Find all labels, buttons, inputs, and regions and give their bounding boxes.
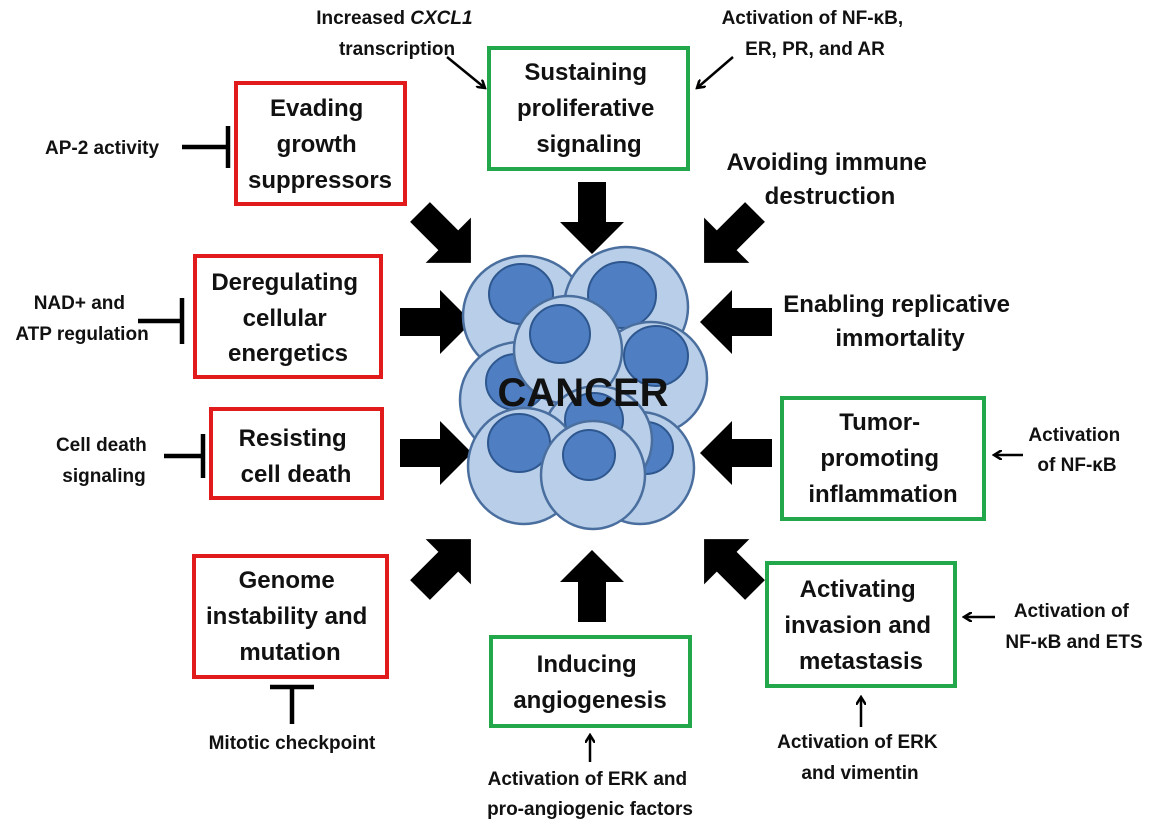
erk-angio-line-1: Activation of ERK and xyxy=(488,769,688,790)
cxcl1-arrow xyxy=(446,56,485,88)
erk-vim-line-1: Activation of ERK xyxy=(777,732,938,753)
nfkb-er-arrow xyxy=(697,56,734,88)
celldeath-text: Cell death signaling xyxy=(56,435,152,487)
avoiding-text: Avoiding immune destruction xyxy=(726,149,933,210)
invasion-line-1: Activating xyxy=(800,576,916,603)
enabling-line-1: Enabling replicative xyxy=(783,291,1010,318)
inhibit-celldeath xyxy=(164,434,206,478)
erk-angio-line-2: pro-angiogenic factors xyxy=(487,799,693,820)
resisting-text: Resisting cell death xyxy=(239,425,354,488)
nfkb-line-2: of NF-κB xyxy=(1037,455,1116,476)
ap2-text: AP-2 activity xyxy=(45,138,159,159)
tumor-box xyxy=(780,396,986,521)
nfkb-ets-text: Activation of NF-κB and ETS xyxy=(1005,601,1142,653)
nfkb-er-line-1: Activation of NF-κB, xyxy=(722,8,904,29)
mitotic-line-1: Mitotic checkpoint xyxy=(209,733,376,754)
sustaining-box xyxy=(487,46,690,171)
erk-vim-line-2: and vimentin xyxy=(801,763,918,784)
arrow-from-invasion xyxy=(704,539,765,600)
nfkb-er-text: Activation of NF-κB, ER, PR, and AR xyxy=(722,8,909,60)
sustaining-line-2: proliferative xyxy=(517,95,654,122)
arrow-from-resisting xyxy=(400,421,472,485)
cxcl1-line-1: Increased CXCL1 xyxy=(316,8,472,29)
arrow-from-tumor xyxy=(700,421,772,485)
tumor-line-1: Tumor- xyxy=(839,409,920,436)
nfkb-ets-line-1: Activation of xyxy=(1014,601,1130,622)
deregulating-line-1: Deregulating xyxy=(211,269,358,296)
genome-line-1: Genome xyxy=(239,567,335,594)
enabling-line-2: immortality xyxy=(835,325,965,352)
block-arrows xyxy=(400,182,772,622)
arrow-from-genome xyxy=(410,539,471,600)
invasion-text: Activating invasion and metastasis xyxy=(784,576,937,675)
invasion-box xyxy=(765,561,957,688)
cxcl1-gene: CXCL1 xyxy=(410,8,472,29)
evading-box xyxy=(234,81,407,206)
angiogenesis-box xyxy=(489,635,692,728)
tumor-line-3: inflammation xyxy=(808,481,957,508)
nad-line-1: NAD+ and xyxy=(34,293,125,314)
cxcl1-text: Increased CXCL1 transcription xyxy=(316,8,478,60)
deregulating-box xyxy=(193,254,383,379)
enabling-text: Enabling replicative immortality xyxy=(783,291,1016,352)
nfkb-ets-line-2: NF-κB and ETS xyxy=(1005,632,1142,653)
avoiding-line-2: destruction xyxy=(765,183,896,210)
deregulating-line-2: cellular xyxy=(243,305,327,332)
arrow-from-deregulating xyxy=(400,290,472,354)
genome-line-2: instability and xyxy=(206,603,367,630)
nad-line-2: ATP regulation xyxy=(15,324,148,345)
evading-line-3: suppressors xyxy=(248,167,392,194)
invasion-line-2: invasion and xyxy=(784,612,931,639)
genome-line-3: mutation xyxy=(239,639,340,666)
tumor-cell-cluster xyxy=(458,245,709,531)
resisting-line-1: Resisting xyxy=(239,425,347,452)
genome-box xyxy=(192,554,389,679)
angiogenesis-line-1: Inducing xyxy=(537,651,637,678)
erk-angio-text: Activation of ERK and pro-angiogenic fac… xyxy=(487,769,693,820)
cxcl1-prefix: Increased xyxy=(316,8,405,29)
celldeath-line-2: signaling xyxy=(62,466,145,487)
resisting-line-2: cell death xyxy=(241,461,352,488)
cxcl1-line-2: transcription xyxy=(339,39,455,60)
arrow-from-enabling xyxy=(700,290,772,354)
genome-text: Genome instability and mutation xyxy=(206,567,374,666)
deregulating-text: Deregulating cellular energetics xyxy=(211,269,364,367)
angiogenesis-text: Inducing angiogenesis xyxy=(513,651,666,714)
invasion-line-3: metastasis xyxy=(799,648,923,675)
inhibit-mitotic xyxy=(270,684,314,724)
nfkb-text: Activation of NF-κB xyxy=(1028,425,1125,476)
sustaining-line-3: signaling xyxy=(536,131,641,158)
arrow-from-avoiding xyxy=(704,202,765,263)
resisting-box xyxy=(209,407,384,500)
nad-text: NAD+ and ATP regulation xyxy=(15,293,148,345)
erk-vim-text: Activation of ERK and vimentin xyxy=(777,732,943,784)
arrow-from-sustaining xyxy=(560,182,624,254)
cancer-label: CANCER xyxy=(497,371,668,415)
avoiding-line-1: Avoiding immune xyxy=(726,149,926,176)
sustaining-line-1: Sustaining xyxy=(524,59,647,86)
evading-line-1: Evading xyxy=(270,95,363,122)
evading-line-2: growth xyxy=(277,131,357,158)
inhibit-ap2 xyxy=(182,126,231,168)
deregulating-line-3: energetics xyxy=(228,340,348,367)
arrow-from-angiogenesis xyxy=(560,550,624,622)
tumor-text: Tumor- promoting inflammation xyxy=(808,409,957,508)
celldeath-line-1: Cell death xyxy=(56,435,147,456)
arrow-from-evading xyxy=(410,202,471,263)
tumor-line-2: promoting xyxy=(820,445,939,472)
nfkb-line-1: Activation xyxy=(1028,425,1120,446)
angiogenesis-line-2: angiogenesis xyxy=(513,687,666,714)
inhibit-nad xyxy=(138,298,185,344)
ap2-line-1: AP-2 activity xyxy=(45,138,159,159)
sustaining-text: Sustaining proliferative signaling xyxy=(517,59,661,158)
nfkb-er-line-2: ER, PR, and AR xyxy=(745,39,885,60)
mitotic-text: Mitotic checkpoint xyxy=(209,733,376,754)
tumor-cell xyxy=(539,419,647,531)
evading-text: Evading growth suppressors xyxy=(248,95,392,194)
